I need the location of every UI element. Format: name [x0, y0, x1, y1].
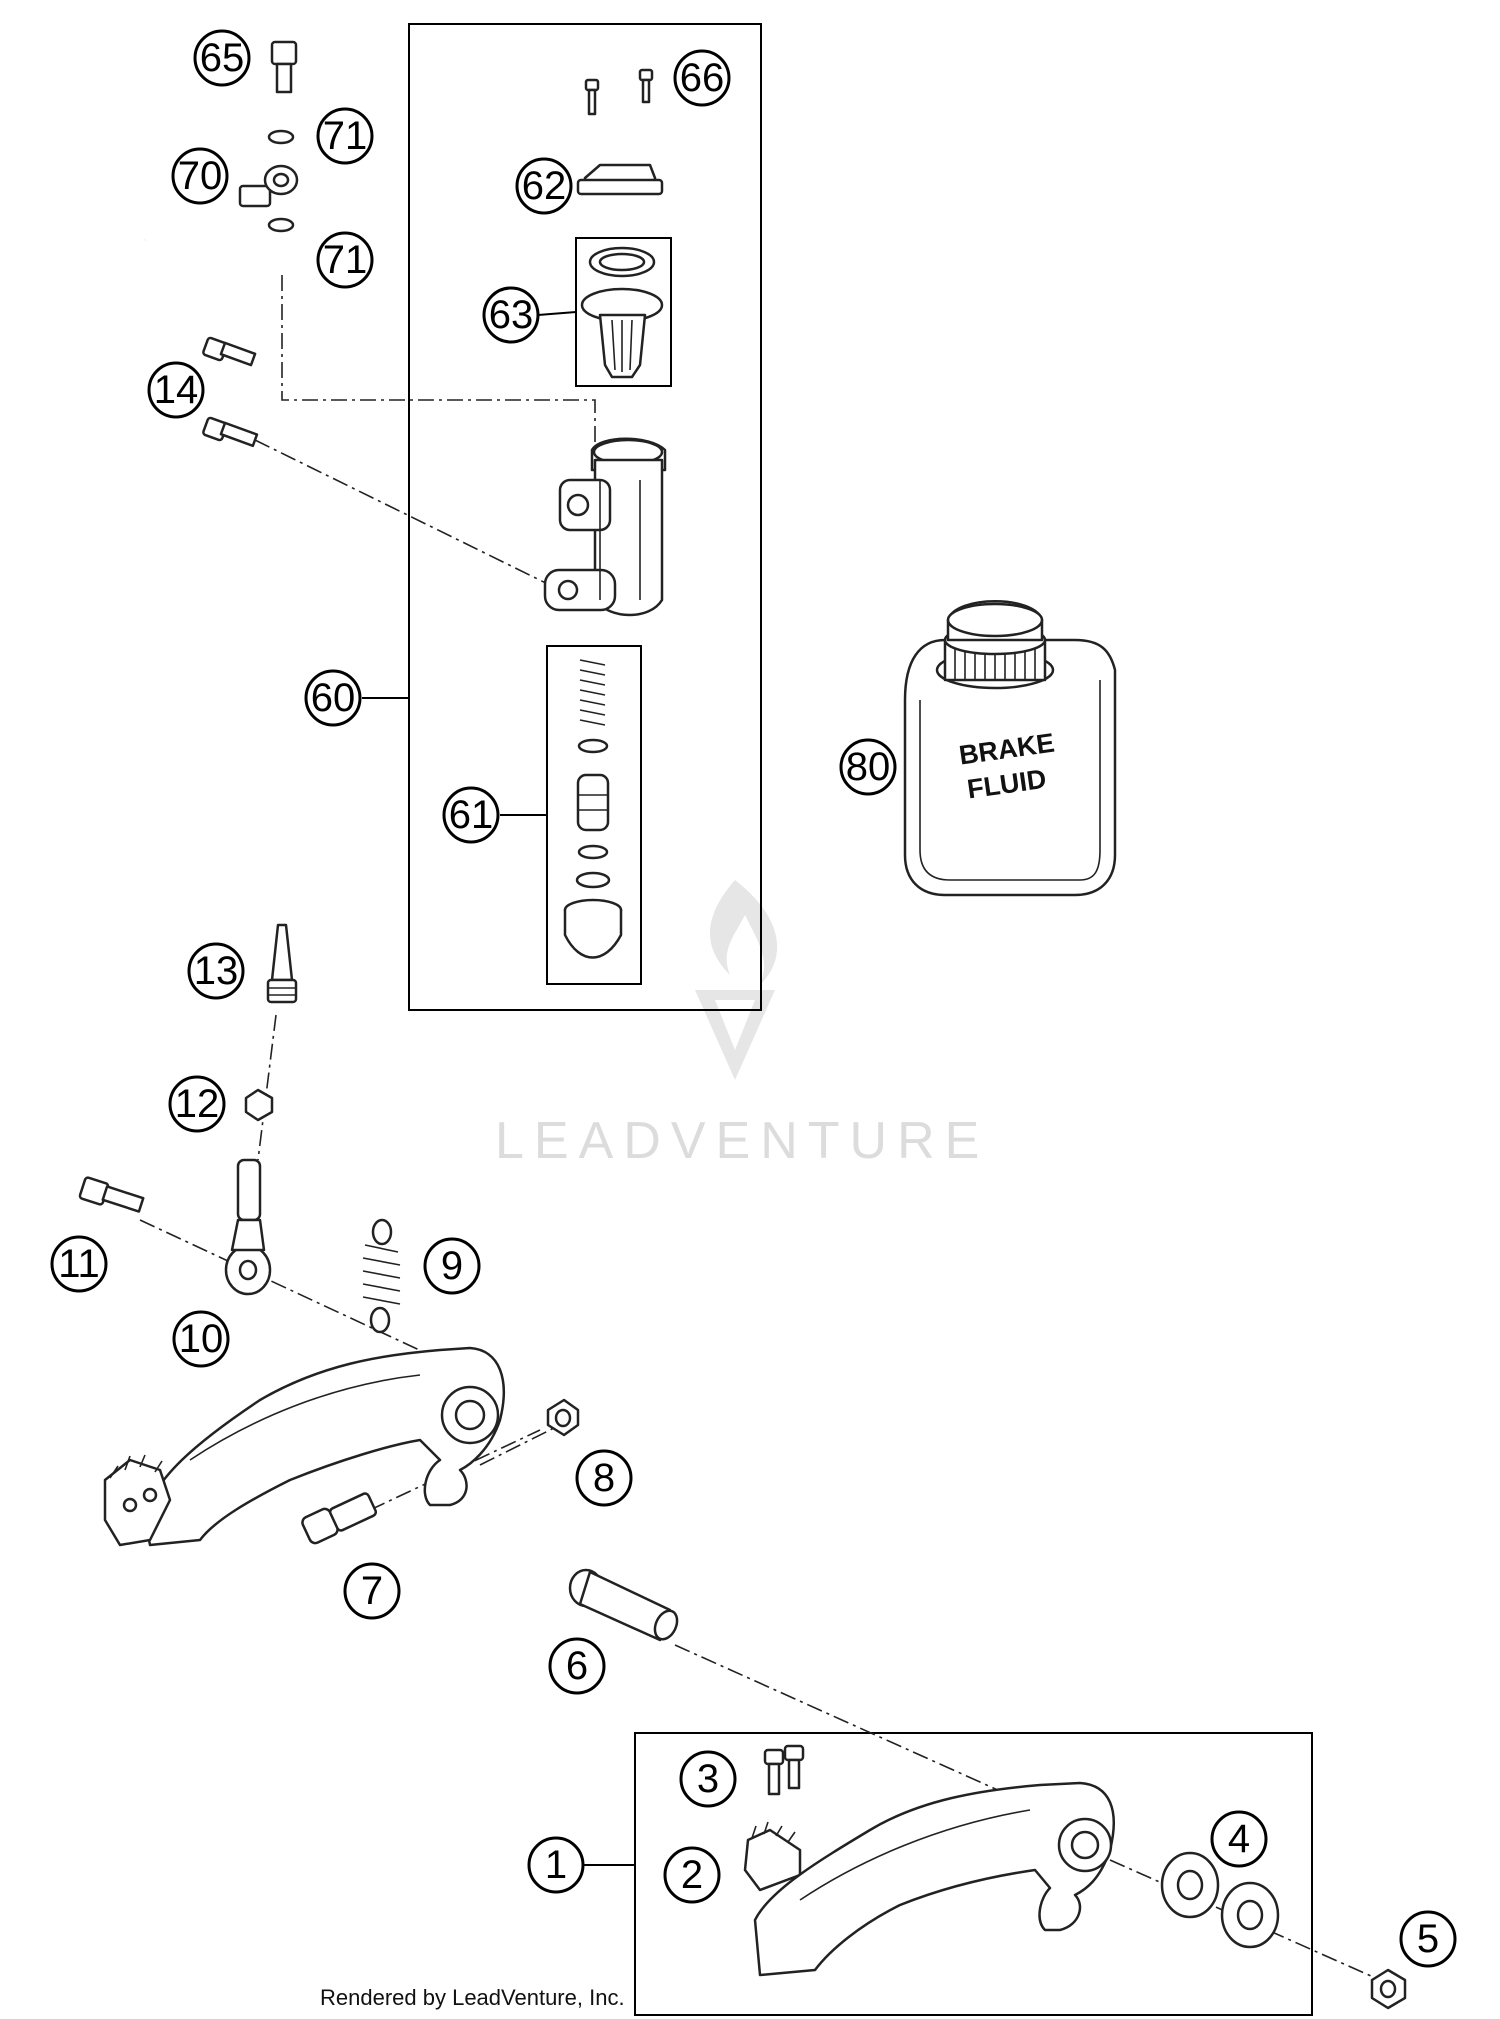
leadventure-watermark: LEADVENTURE: [495, 880, 989, 1170]
bolt-14-alignment-line: [254, 439, 561, 591]
callout-61: 61: [442, 786, 500, 844]
callout-65: 65: [193, 29, 251, 87]
callout-6: 6: [548, 1637, 606, 1695]
pushrod-13: [266, 923, 298, 1004]
watermark-flame-icon: [710, 880, 778, 985]
svg-text:6: 6: [566, 1644, 588, 1688]
svg-text:65: 65: [200, 36, 245, 80]
watermark-text: LEADVENTURE: [495, 1112, 989, 1170]
hose-alignment-line: [281, 275, 596, 445]
pin-7: [301, 1492, 378, 1545]
bolt-65: [270, 40, 298, 94]
callout-8: 8: [575, 1449, 633, 1507]
brake-fluid-container-80: BRAKE FLUID: [903, 600, 1117, 897]
render-credit: Rendered by LeadVenture, Inc.: [320, 1985, 625, 2010]
callout-1: 1: [527, 1836, 585, 1894]
svg-text:10: 10: [179, 1317, 224, 1361]
callout-71-top: 71: [316, 107, 374, 165]
svg-text:7: 7: [361, 1569, 383, 1613]
brake-hose-70: [144, 164, 299, 242]
svg-text:60: 60: [311, 676, 356, 720]
leader-63: [537, 311, 577, 316]
svg-text:71: 71: [323, 238, 368, 282]
pivot-shaft-6: [568, 1568, 679, 1642]
return-spring-9: [362, 1218, 401, 1334]
sealing-washer-71-bottom: [267, 217, 295, 233]
bolts-14: [202, 336, 259, 448]
bolt-11: [78, 1176, 145, 1213]
svg-text:71: 71: [323, 114, 368, 158]
svg-text:61: 61: [449, 793, 494, 837]
callout-12: 12: [168, 1075, 226, 1133]
master-cylinder-body: [543, 437, 667, 617]
callout-60: 60: [304, 669, 362, 727]
svg-text:11: 11: [58, 1242, 100, 1286]
svg-text:9: 9: [441, 1244, 463, 1288]
brake-pedal-assembly-1: [753, 1781, 1115, 1977]
callout-80: 80: [839, 738, 897, 796]
master-cylinder-frame: [408, 23, 762, 1011]
callout-13: 13: [187, 942, 245, 1000]
svg-text:4: 4: [1228, 1817, 1250, 1861]
svg-text:8: 8: [593, 1456, 615, 1500]
callout-4: 4: [1210, 1810, 1268, 1868]
svg-text:70: 70: [178, 154, 223, 198]
callout-71-bottom: 71: [316, 231, 374, 289]
svg-text:3: 3: [697, 1757, 719, 1801]
sealing-washer-71-top: [267, 129, 295, 145]
svg-text:13: 13: [194, 949, 239, 993]
svg-text:62: 62: [522, 164, 567, 208]
callout-11: 11: [50, 1235, 108, 1293]
shaft-6-alignment-line: [674, 1644, 1021, 1801]
callout-62: 62: [515, 157, 573, 215]
spacer-8: [546, 1398, 580, 1437]
callout-70: 70: [171, 147, 229, 205]
svg-text:5: 5: [1417, 1917, 1439, 1961]
callout-63: 63: [482, 286, 540, 344]
pushrod-alignment-line: [257, 1014, 277, 1161]
svg-text:63: 63: [489, 293, 534, 337]
brake-pedal-upper: [103, 1346, 505, 1547]
callout-7: 7: [343, 1562, 401, 1620]
callout-2: 2: [663, 1846, 721, 1904]
screws-3: [763, 1744, 805, 1796]
bearings-4: [1160, 1851, 1280, 1949]
svg-text:66: 66: [680, 56, 725, 100]
brake-pedal-assembly-frame: [634, 1732, 1313, 2016]
watermark-v-icon: [695, 990, 775, 1080]
svg-text:1: 1: [545, 1843, 567, 1887]
callout-3: 3: [679, 1750, 737, 1808]
svg-text:14: 14: [154, 368, 199, 412]
nut-12: [244, 1088, 274, 1122]
reservoir-insert-63: [580, 246, 664, 379]
spacer-8-alignment-line: [479, 1424, 561, 1466]
callout-5: 5: [1399, 1910, 1457, 1968]
piston-kit-61: [563, 659, 623, 959]
svg-text:12: 12: [175, 1082, 220, 1126]
nut-5: [1370, 1968, 1407, 2010]
callout-10: 10: [172, 1310, 230, 1368]
clevis-10: [224, 1158, 272, 1296]
callout-66: 66: [673, 49, 731, 107]
callout-14: 14: [147, 361, 205, 419]
callout-9: 9: [423, 1237, 481, 1295]
reservoir-cap-62: [576, 163, 664, 196]
screws-66: [584, 68, 654, 116]
svg-text:80: 80: [846, 745, 891, 789]
svg-text:2: 2: [681, 1853, 703, 1897]
